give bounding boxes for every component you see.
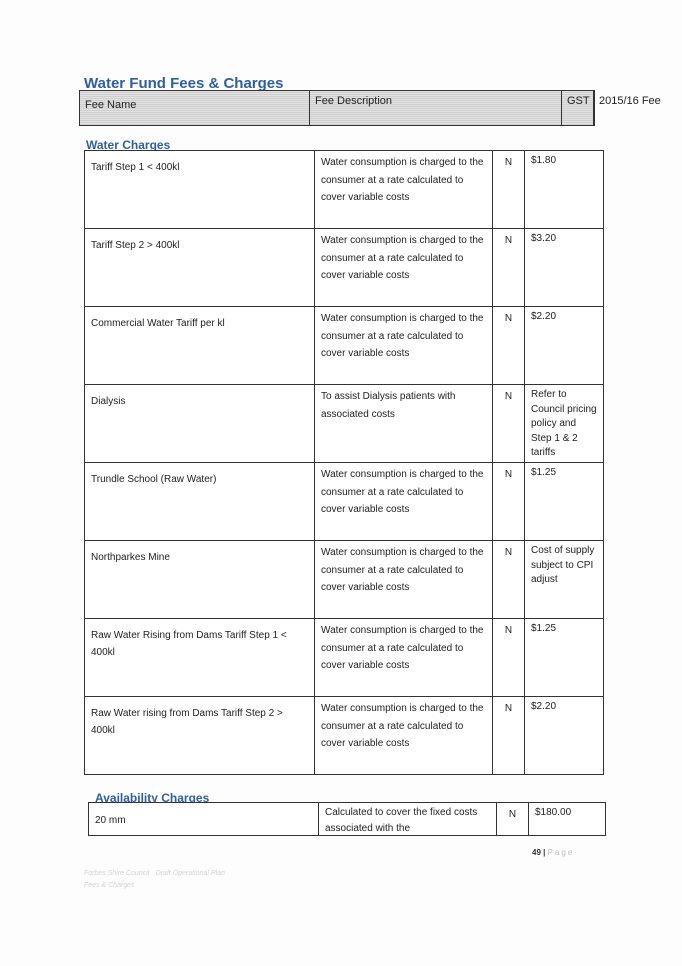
fee-value: $1.25	[531, 467, 557, 478]
page-word: Page	[547, 848, 575, 857]
header-fee-name: Fee Name	[80, 91, 310, 125]
fee-description: Water consumption is charged to the cons…	[315, 697, 493, 774]
header-gst: GST	[562, 91, 594, 125]
fee-description: Water consumption is charged to the cons…	[315, 541, 493, 618]
footer-line: Forbes Shire Council · Draft Operational…	[84, 870, 225, 877]
table-row: 20 mm Calculated to cover the fixed cost…	[89, 803, 605, 835]
fee-value: Refer to Council pricing policy and Step…	[531, 389, 597, 458]
table-row: Tariff Step 1 < 400kl Water consumption …	[85, 151, 603, 229]
fee-name: Commercial Water Tariff per kl	[85, 307, 315, 384]
fee-description: Water consumption is charged to the cons…	[315, 463, 493, 540]
fee-name: Northparkes Mine	[85, 541, 315, 618]
table-row: Dialysis To assist Dialysis patients wit…	[85, 385, 603, 463]
water-charges-table: Tariff Step 1 < 400kl Water consumption …	[84, 150, 604, 775]
fee-name: Trundle School (Raw Water)	[85, 463, 315, 540]
gst-value: N	[497, 803, 529, 835]
gst-value: N	[493, 541, 525, 618]
fee-name: Raw Water Rising from Dams Tariff Step 1…	[85, 619, 315, 696]
footer-line: Fees & Charges	[84, 882, 135, 889]
fee-description: Water consumption is charged to the cons…	[315, 619, 493, 696]
table-row: Raw Water rising from Dams Tariff Step 2…	[85, 697, 603, 774]
fee-value: $1.25	[531, 623, 557, 634]
section-title: Water Charges	[86, 138, 171, 152]
fee-description: To assist Dialysis patients with associa…	[315, 385, 493, 462]
gst-value: N	[493, 307, 525, 384]
gst-value: N	[493, 619, 525, 696]
fee-value: Cost of supply subject to CPI adjust	[531, 545, 595, 585]
fee-name: Dialysis	[85, 385, 315, 462]
gst-value: N	[493, 229, 525, 306]
fee-description: Water consumption is charged to the cons…	[315, 307, 493, 384]
gst-value: N	[493, 463, 525, 540]
section-title: Availability Charges	[95, 791, 210, 805]
table-row: Northparkes Mine Water consumption is ch…	[85, 541, 603, 619]
page-number-value: 49 |	[532, 848, 546, 857]
fee-value: $2.20	[531, 701, 557, 712]
page-number: 49 | Page	[532, 848, 574, 857]
gst-value: N	[493, 385, 525, 462]
fee-value: $3.20	[531, 233, 557, 244]
gst-value: N	[493, 151, 525, 228]
gst-value: N	[493, 697, 525, 774]
fee-description: Water consumption is charged to the cons…	[315, 229, 493, 306]
fee-value: $1.80	[531, 155, 557, 166]
table-row: Commercial Water Tariff per kl Water con…	[85, 307, 603, 385]
fee-description: Calculated to cover the fixed costs asso…	[319, 803, 497, 835]
table-header: Fee Name Fee Description GST 2015/16 Fee	[79, 90, 661, 126]
header-fee: 2015/16 Fee	[599, 95, 661, 107]
fee-name: Tariff Step 1 < 400kl	[85, 151, 315, 228]
fee-name: Raw Water rising from Dams Tariff Step 2…	[85, 697, 315, 774]
fee-value: $2.20	[531, 311, 557, 322]
table-row: Tariff Step 2 > 400kl Water consumption …	[85, 229, 603, 307]
table-row: Trundle School (Raw Water) Water consump…	[85, 463, 603, 541]
fee-description: Water consumption is charged to the cons…	[315, 151, 493, 228]
fee-name: Tariff Step 2 > 400kl	[85, 229, 315, 306]
fee-value: $180.00	[535, 807, 572, 818]
page-title: Water Fund Fees & Charges	[84, 75, 284, 92]
table-row: Raw Water Rising from Dams Tariff Step 1…	[85, 619, 603, 697]
fee-name: 20 mm	[89, 803, 319, 835]
header-fee-description: Fee Description	[310, 91, 562, 125]
availability-charges-table: 20 mm Calculated to cover the fixed cost…	[88, 802, 606, 836]
footer-text: Forbes Shire Council · Draft Operational…	[84, 868, 225, 892]
